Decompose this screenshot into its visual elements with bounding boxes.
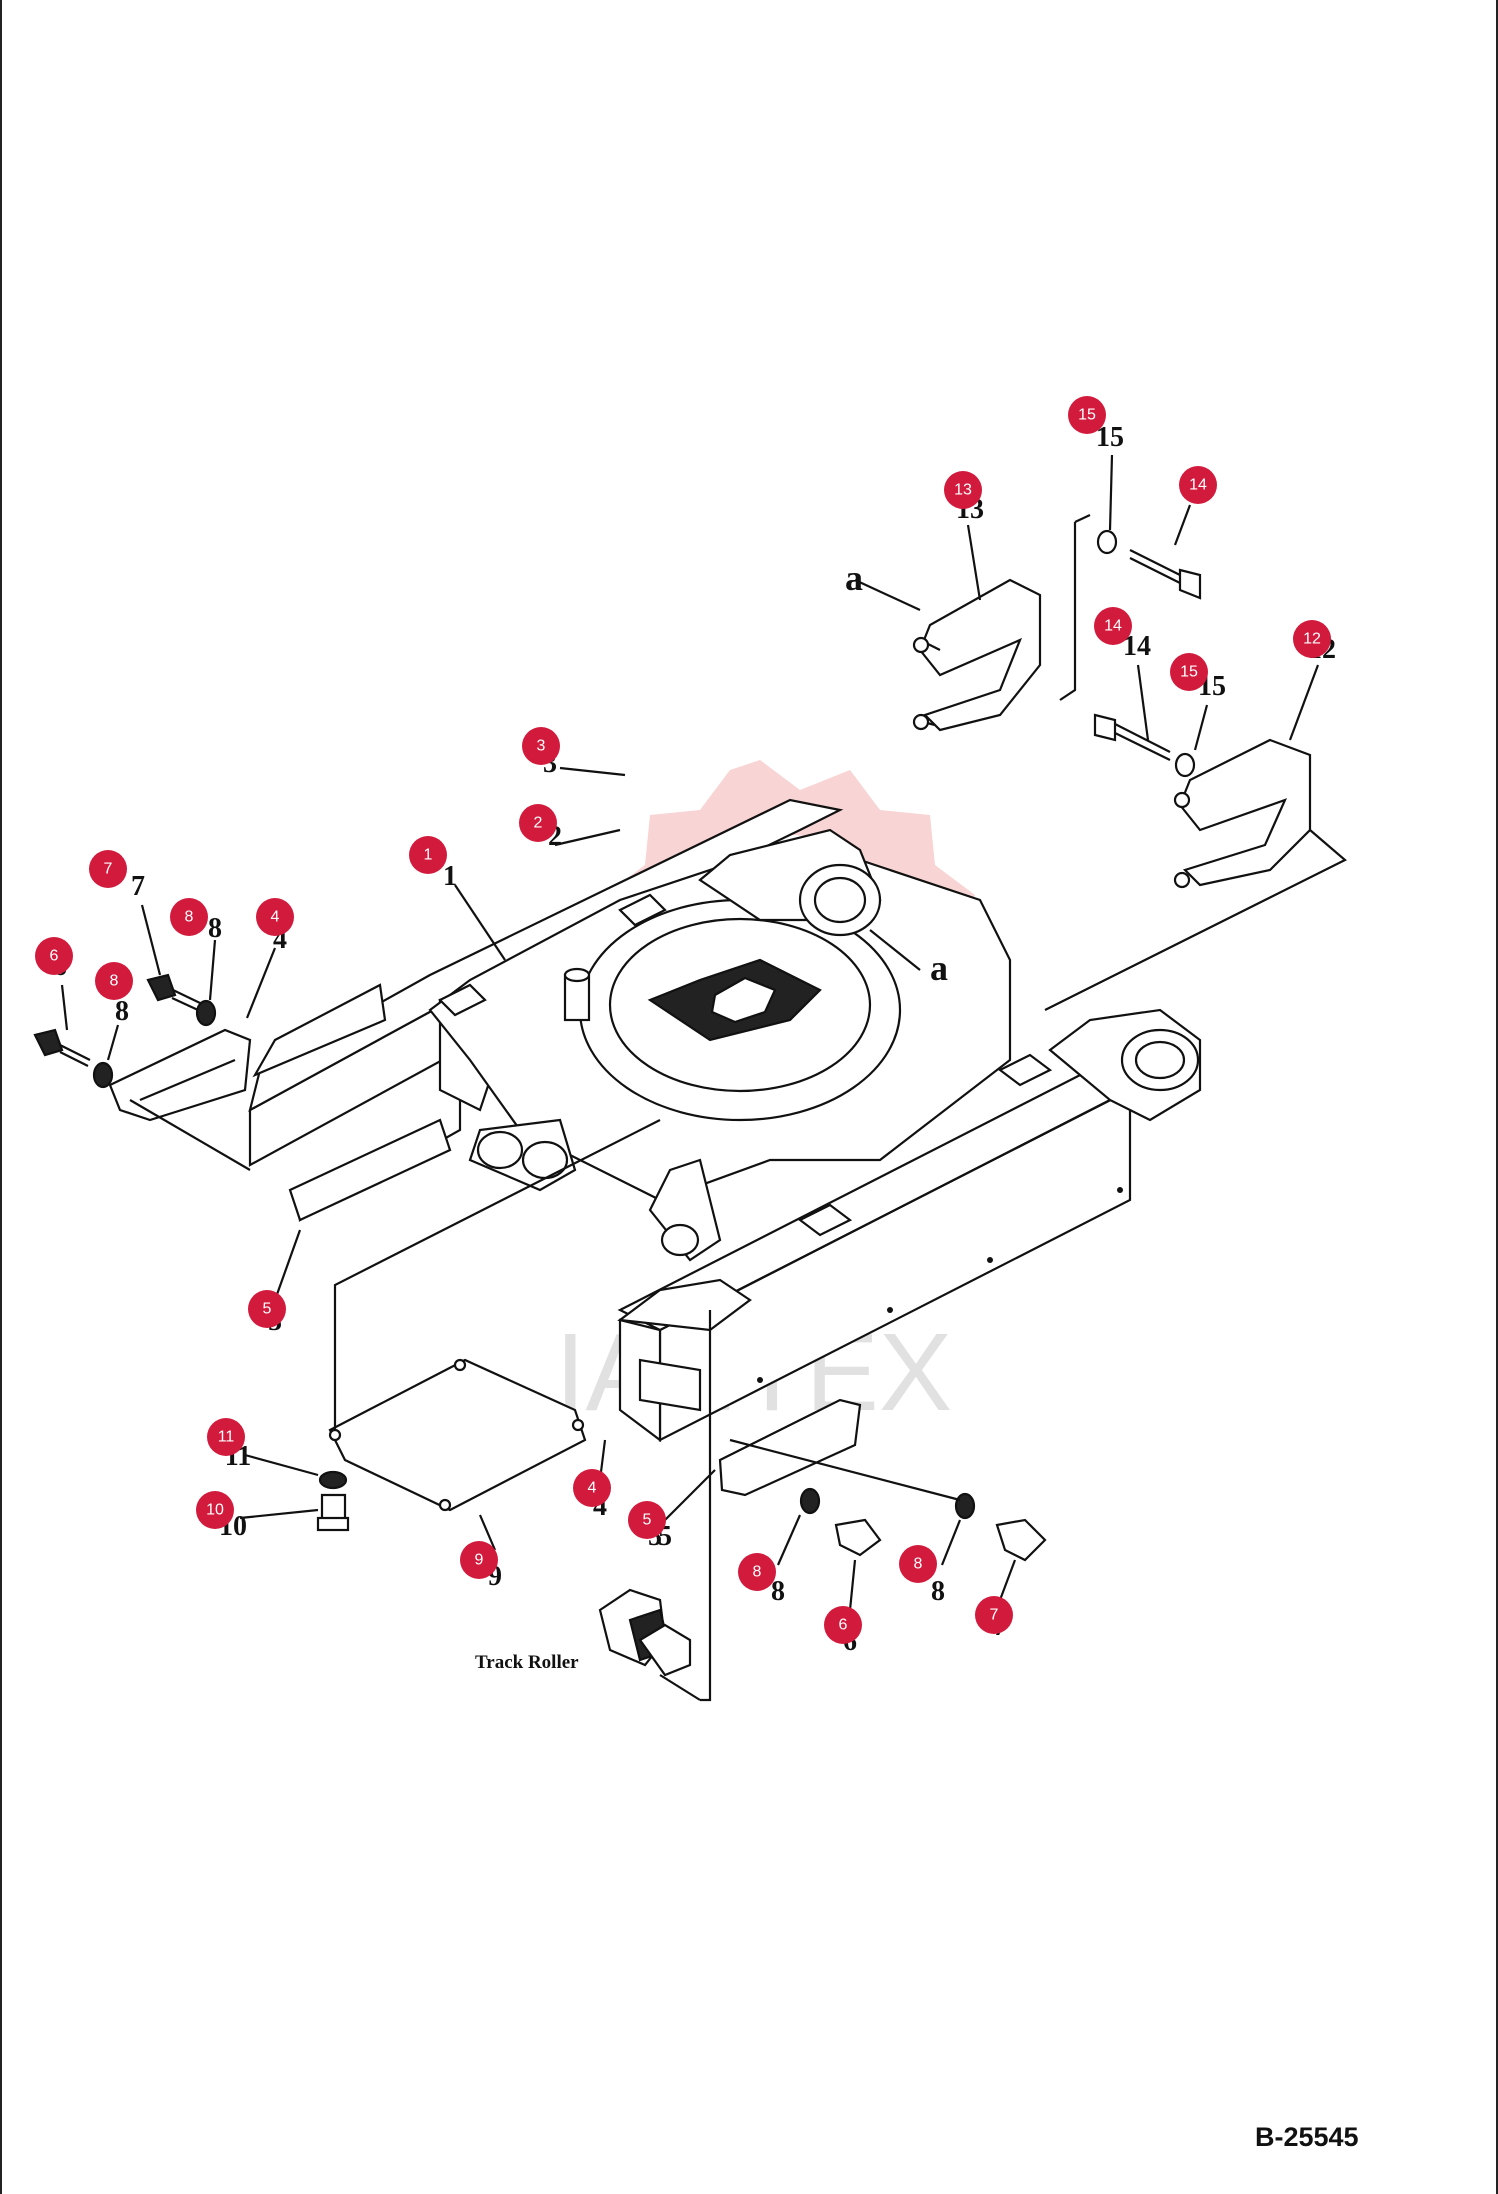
printed-number: 8 — [208, 913, 222, 944]
callout-5[interactable]: 5 — [729, 893, 738, 910]
svg-text:15: 15 — [1078, 407, 1096, 424]
svg-text:2: 2 — [534, 815, 543, 832]
svg-text:8: 8 — [753, 1564, 762, 1581]
svg-text:6: 6 — [839, 1617, 848, 1634]
left-washer-8b — [195, 999, 217, 1027]
guard-bolt-lower — [1093, 713, 1196, 778]
callout-13[interactable]: 13 — [944, 471, 982, 509]
printed-number: 8 — [771, 1576, 785, 1607]
svg-text:12: 12 — [1303, 631, 1321, 648]
callout-15[interactable]: 15 — [1068, 396, 1106, 434]
track-frame — [248, 798, 1202, 1443]
guard-bolt-upper — [1096, 529, 1202, 600]
callout-8[interactable]: 8 — [738, 1553, 776, 1591]
track-roller-label: Track Roller — [475, 1652, 579, 1673]
svg-text:14: 14 — [1104, 618, 1122, 635]
svg-text:7: 7 — [990, 1607, 999, 1624]
svg-text:3: 3 — [537, 738, 546, 755]
svg-text:11: 11 — [218, 1429, 235, 1446]
callout-3[interactable]: 3 — [522, 727, 560, 765]
svg-text:15: 15 — [1180, 664, 1198, 681]
ref-a-top: a — [845, 558, 863, 598]
callout-8[interactable]: 8 — [95, 962, 133, 1000]
svg-text:4: 4 — [271, 909, 280, 926]
callout-11[interactable]: 11 — [207, 1418, 245, 1456]
callout-12[interactable]: 12 — [1293, 620, 1331, 658]
callout-10[interactable]: 10 — [196, 1491, 234, 1529]
washer-11 — [318, 1470, 348, 1490]
printed-number: 8 — [931, 1576, 945, 1607]
callout-8[interactable]: 8 — [899, 1545, 937, 1583]
left-washer-8a — [92, 1061, 114, 1089]
callout-15[interactable]: 15 — [1170, 653, 1208, 691]
frame-bolt-holes — [757, 1187, 1123, 1383]
svg-text:1: 1 — [424, 847, 433, 864]
left-bolt-6 — [33, 1028, 91, 1067]
document-code: B-25545 — [1255, 2122, 1359, 2152]
callout-9[interactable]: 9 — [460, 1541, 498, 1579]
track-guard-upper — [912, 578, 1042, 732]
svg-text:5: 5 — [643, 1512, 652, 1529]
callout-1[interactable]: 1 — [409, 836, 447, 874]
svg-text:8: 8 — [110, 973, 119, 990]
callout-14[interactable]: 14 — [1094, 607, 1132, 645]
svg-text:10: 10 — [206, 1502, 224, 1519]
svg-text:14: 14 — [1189, 477, 1207, 494]
svg-text:9: 9 — [475, 1552, 484, 1569]
svg-text:8: 8 — [914, 1556, 923, 1573]
svg-text:5: 5 — [263, 1301, 272, 1318]
svg-text:13: 13 — [954, 482, 972, 499]
left-bracket — [108, 1028, 252, 1122]
ref-a-frame: a — [930, 948, 948, 988]
printed-number: 7 — [131, 871, 145, 902]
callout-4[interactable]: 4 — [256, 898, 294, 936]
svg-text:7: 7 — [104, 861, 113, 878]
track-guard-lower — [1173, 738, 1312, 889]
callout-14[interactable]: 14 — [1179, 466, 1217, 504]
callout-8[interactable]: 8 — [170, 898, 208, 936]
track-roller-icon — [598, 1588, 692, 1677]
svg-text:8: 8 — [185, 909, 194, 926]
callout-5[interactable]: 5 — [248, 1290, 286, 1328]
callout-2[interactable]: 2 — [519, 804, 557, 842]
svg-text:6: 6 — [50, 948, 59, 965]
callout-6[interactable]: 6 — [35, 937, 73, 975]
printed-number: 8 — [115, 996, 129, 1027]
svg-text:4: 4 — [588, 1480, 597, 1497]
callout-6[interactable]: 6 — [824, 1606, 862, 1644]
callout-7[interactable]: 7 — [89, 850, 127, 888]
callout-7[interactable]: 7 — [975, 1596, 1013, 1634]
callout-leaders — [60, 454, 1320, 1611]
callout-4[interactable]: 4 — [573, 1469, 611, 1507]
printed-number: 1 — [443, 861, 457, 892]
callout-5[interactable]: 5 — [628, 1501, 666, 1539]
cover-plate — [328, 1358, 587, 1512]
left-bolt-7 — [146, 973, 201, 1011]
